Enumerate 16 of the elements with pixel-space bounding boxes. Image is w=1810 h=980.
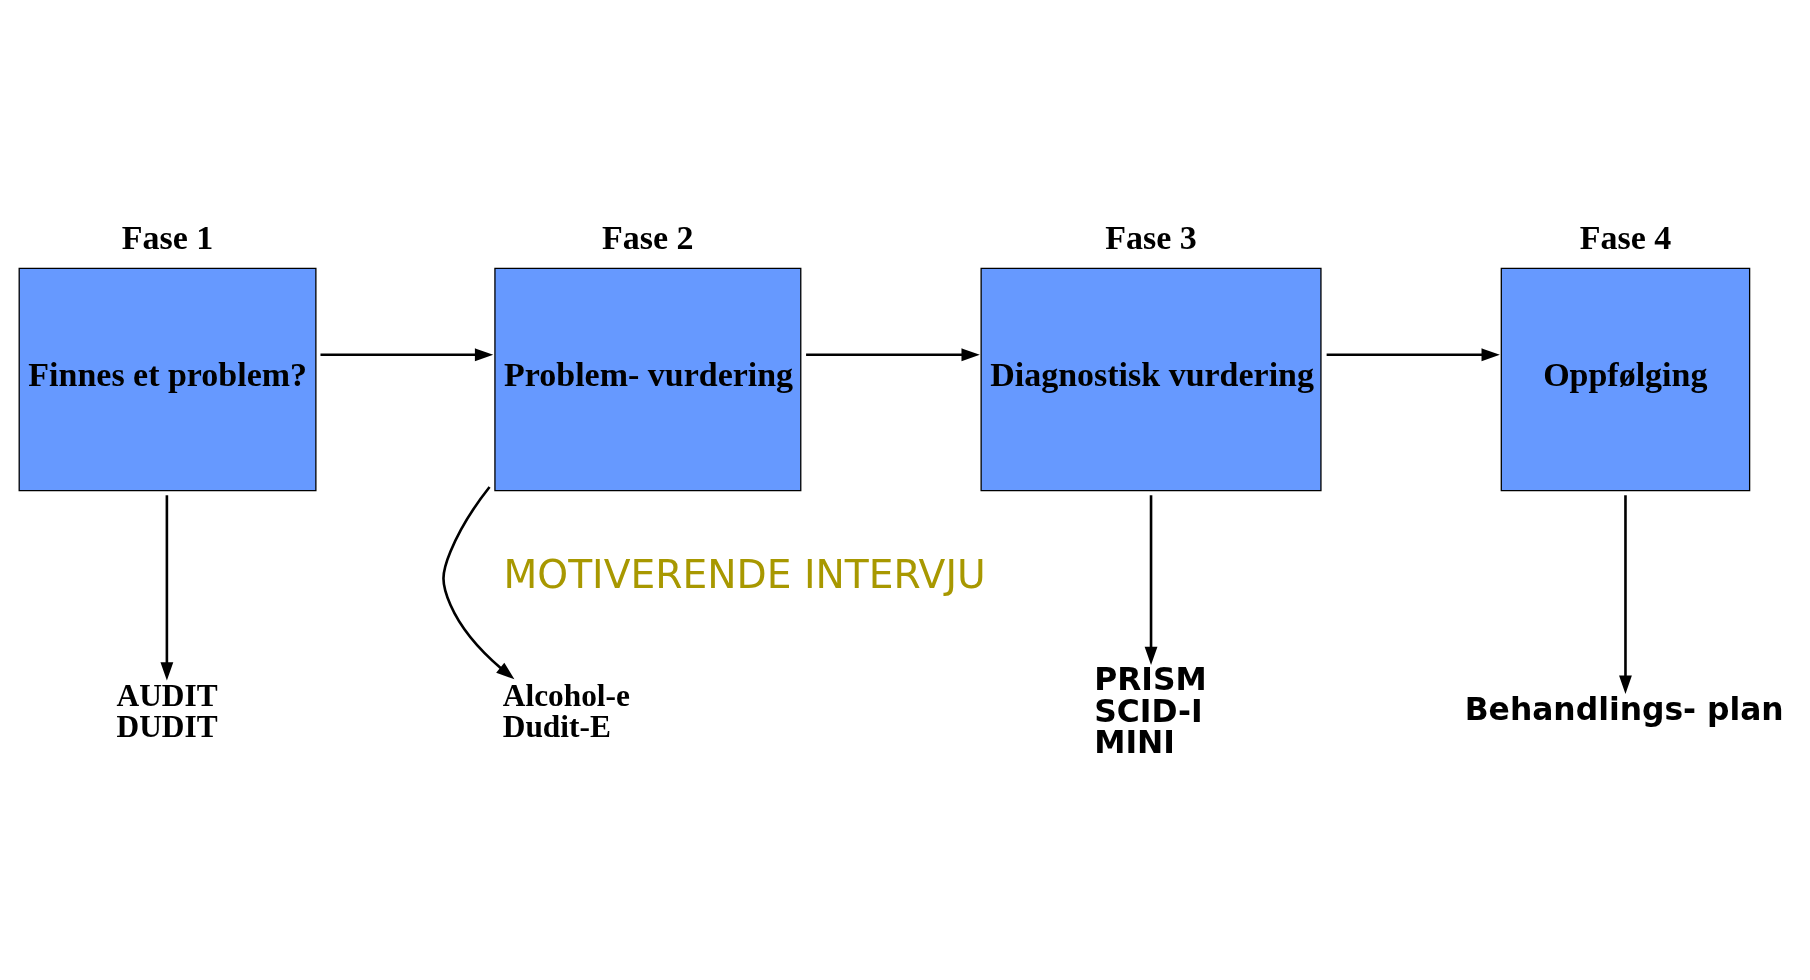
node-text: Behandlings- plan: [1464, 691, 1784, 728]
arrow: [1326, 348, 1500, 362]
node-label: Fase 3: [1105, 218, 1197, 256]
arrow: [806, 348, 980, 362]
arrow: [160, 495, 174, 681]
label: MOTIVERENDE INTERVJU: [503, 552, 986, 598]
arrow: [320, 348, 494, 362]
arrow: [1619, 495, 1632, 694]
node-text: Alcohol-e Dudit-E: [502, 677, 630, 745]
node-text: PRISM SCID-I MINI: [1094, 661, 1207, 760]
node-label: Fase 4: [1579, 218, 1672, 256]
node-label: Fase 1: [121, 218, 214, 256]
arrow: [1144, 495, 1158, 666]
node-label: Fase 2: [602, 218, 694, 256]
node-text: AUDIT DUDIT: [116, 677, 218, 745]
arrow: [442, 486, 515, 680]
